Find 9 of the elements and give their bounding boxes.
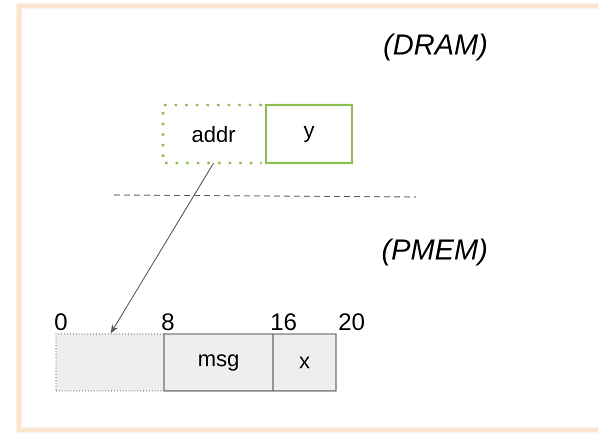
offset-number: 16 xyxy=(272,313,296,330)
offset-number: 20 xyxy=(339,313,364,330)
memory-label: (PMEM) xyxy=(382,238,486,266)
pointer-field: addr xyxy=(162,104,262,164)
offset-number: 8 xyxy=(162,313,174,330)
memory-cell: y xyxy=(264,104,354,164)
memory-cell: msg xyxy=(163,333,274,392)
memory-cell: x xyxy=(272,333,337,392)
memory-label: (DRAM) xyxy=(384,33,486,60)
